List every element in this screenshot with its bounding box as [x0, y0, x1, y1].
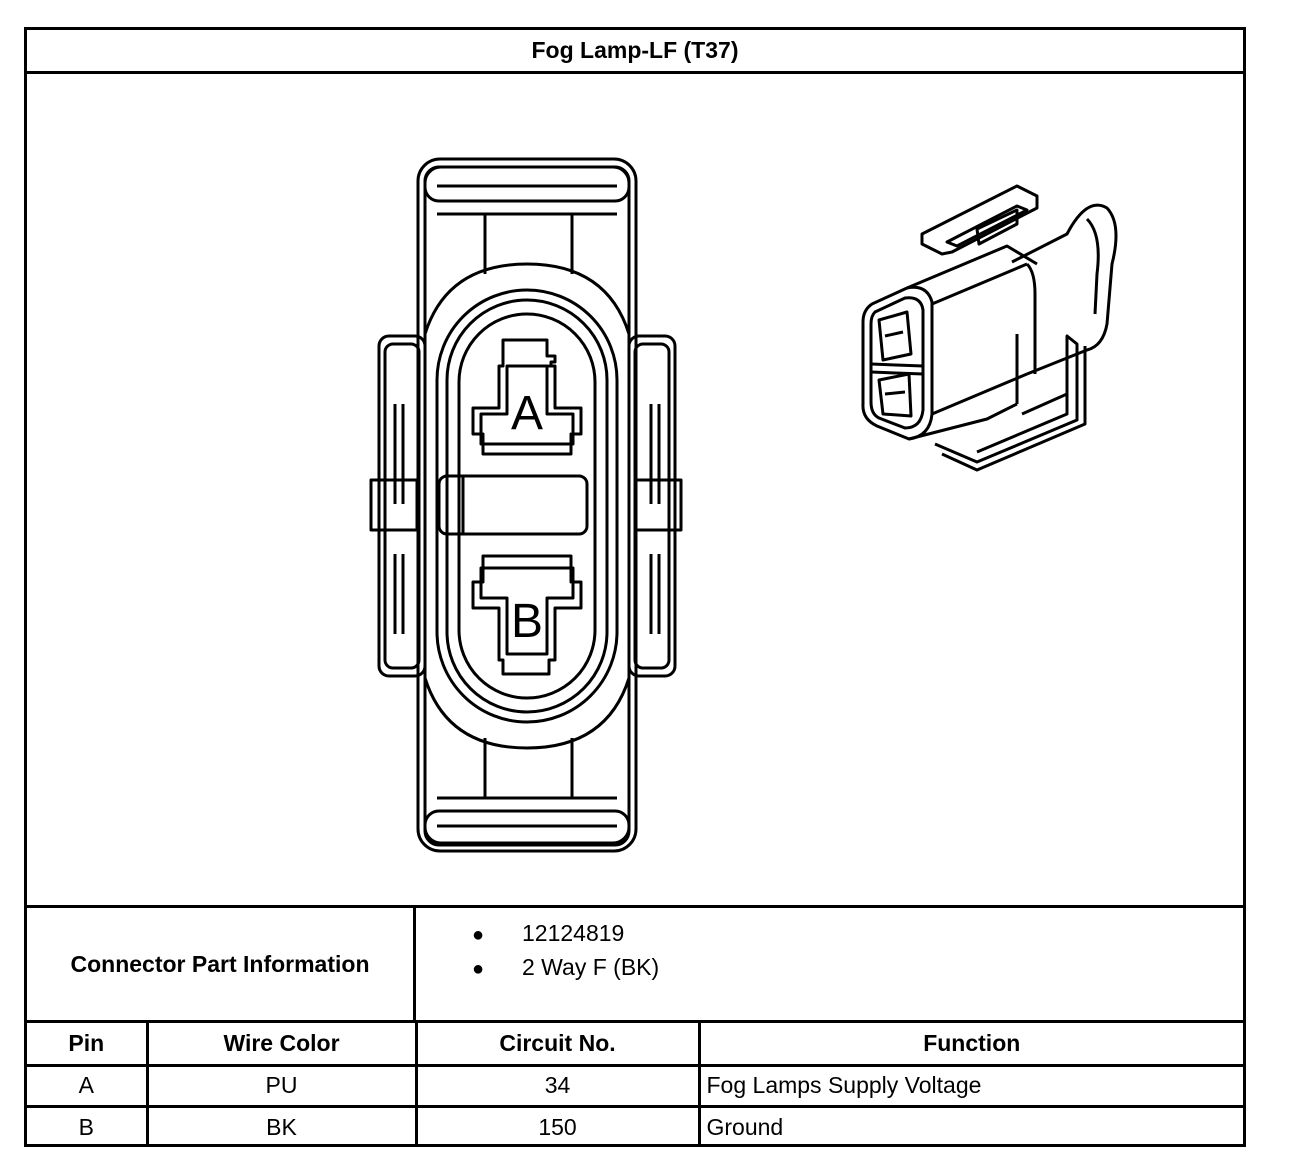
- pin-table: Pin Wire Color Circuit No. Function A PU…: [27, 1023, 1243, 1147]
- cavity-b: [471, 554, 583, 676]
- pin-cell: A: [27, 1063, 149, 1108]
- top-latch-ridge: [423, 165, 631, 203]
- connector-drawings: A B: [369, 157, 1118, 853]
- header-wire-color: Wire Color: [145, 1023, 418, 1067]
- wire-color-cell: BK: [145, 1104, 418, 1147]
- center-key-bar: [437, 474, 589, 536]
- part-info-item: ●2 Way F (BK): [472, 954, 660, 980]
- mating-face-inner: [457, 312, 597, 700]
- iso-latch: [920, 184, 1039, 256]
- cavity-a: [471, 338, 583, 456]
- table-row: B BK 150 Ground: [27, 1104, 1243, 1147]
- connector-iso-view: [861, 184, 1118, 472]
- header-circuit-no: Circuit No.: [414, 1023, 701, 1067]
- mating-face-outer: [435, 288, 619, 724]
- bullet-icon: ●: [472, 958, 485, 980]
- connector-face-view: [369, 157, 683, 853]
- pin-cell: B: [27, 1104, 149, 1147]
- header-function: Function: [697, 1023, 1243, 1067]
- header-pin: Pin: [27, 1023, 149, 1067]
- bottom-latch-ridge: [423, 809, 631, 847]
- table-row: A PU 34 Fog Lamps Supply Voltage: [27, 1063, 1243, 1108]
- connector-drawing-area: A B: [27, 74, 1243, 908]
- cavity-b-label: B: [511, 595, 543, 648]
- function-cell: Fog Lamps Supply Voltage: [697, 1063, 1243, 1108]
- left-side-tab: [377, 334, 427, 678]
- right-lock-tab: [633, 478, 683, 532]
- part-info-list: ●12124819 ●2 Way F (BK): [416, 908, 1243, 1020]
- left-lock-tab: [369, 478, 419, 532]
- bullet-icon: ●: [472, 924, 485, 946]
- circuit-cell: 34: [414, 1063, 701, 1108]
- part-info-item: ●12124819: [472, 920, 625, 946]
- wire-color-cell: PU: [145, 1063, 418, 1108]
- cavity-a-label: A: [511, 387, 543, 440]
- connector-sheet: Fog Lamp-LF (T37): [24, 27, 1246, 1147]
- right-side-tab: [627, 334, 677, 678]
- pin-table-header: Pin Wire Color Circuit No. Function: [27, 1023, 1243, 1067]
- page-title: Fog Lamp-LF (T37): [27, 30, 1243, 74]
- function-cell: Ground: [697, 1104, 1243, 1147]
- part-info-label: Connector Part Information: [27, 908, 416, 1020]
- connector-part-info: Connector Part Information ●12124819 ●2 …: [27, 905, 1243, 1023]
- circuit-cell: 150: [414, 1104, 701, 1147]
